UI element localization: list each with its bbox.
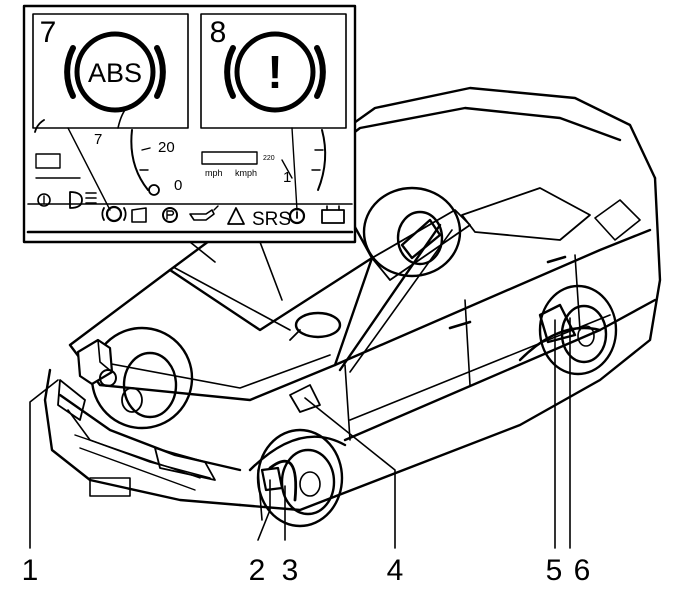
instrument-inset: ABS 7 ! 8 20 0 7 mph kmph 220 1 [22,4,357,301]
abs-sensor-icon [76,338,117,387]
door-open-icon [131,207,147,223]
inset-number-8: 8 [210,16,227,49]
callout-3: 3 [282,554,299,587]
tacho-tick-1: 1 [283,169,291,186]
leader-2 [257,479,271,541]
abs-leader-line [67,127,111,211]
brake-leader-line [291,127,298,211]
odometer-display [201,151,258,165]
front-detail-wheel [90,326,194,430]
light-strip-icons [37,191,345,225]
brake-warning-icon [224,31,326,113]
callout-leaders [29,317,571,549]
srs-label: SRS [252,209,291,230]
rear-wheel [538,284,618,376]
unit-mph: mph [205,168,223,178]
speed-tick-20: 20 [158,139,175,156]
rear-hub-sensor [538,303,577,344]
inset-number-7: 7 [40,16,57,49]
callout-4: 4 [387,554,404,587]
callout-5: 5 [546,554,563,587]
leader-1 [29,379,59,549]
rear-detail-wheel [362,186,462,278]
leader-4 [304,397,396,549]
speed-tick-220: 220 [263,155,275,162]
speed-tick-7: 7 [94,131,102,148]
speed-tick-0: 0 [174,177,182,194]
abs-small-icon [101,205,127,223]
oil-pressure-icon [189,205,219,221]
callout-2: 2 [249,554,266,587]
abs-lamp-label: ABS [88,58,142,88]
indicator-circle-icon [37,193,51,207]
front-wheel [256,428,344,528]
brake-lamp-label: ! [267,46,282,98]
abs-warning-icon [64,31,166,113]
parking-brake-icon [162,207,178,223]
unit-kmph: kmph [235,168,257,178]
battery-icon [321,205,345,224]
front-hub-sensor [260,459,298,502]
steering-wheel [289,311,342,341]
headlight-icon [69,191,97,209]
srs-brake-small-icon [288,207,306,225]
top-hub-sensor [400,218,442,260]
hazard-triangle-icon [227,207,245,225]
callout-1: 1 [22,554,39,587]
callout-6: 6 [574,554,591,587]
